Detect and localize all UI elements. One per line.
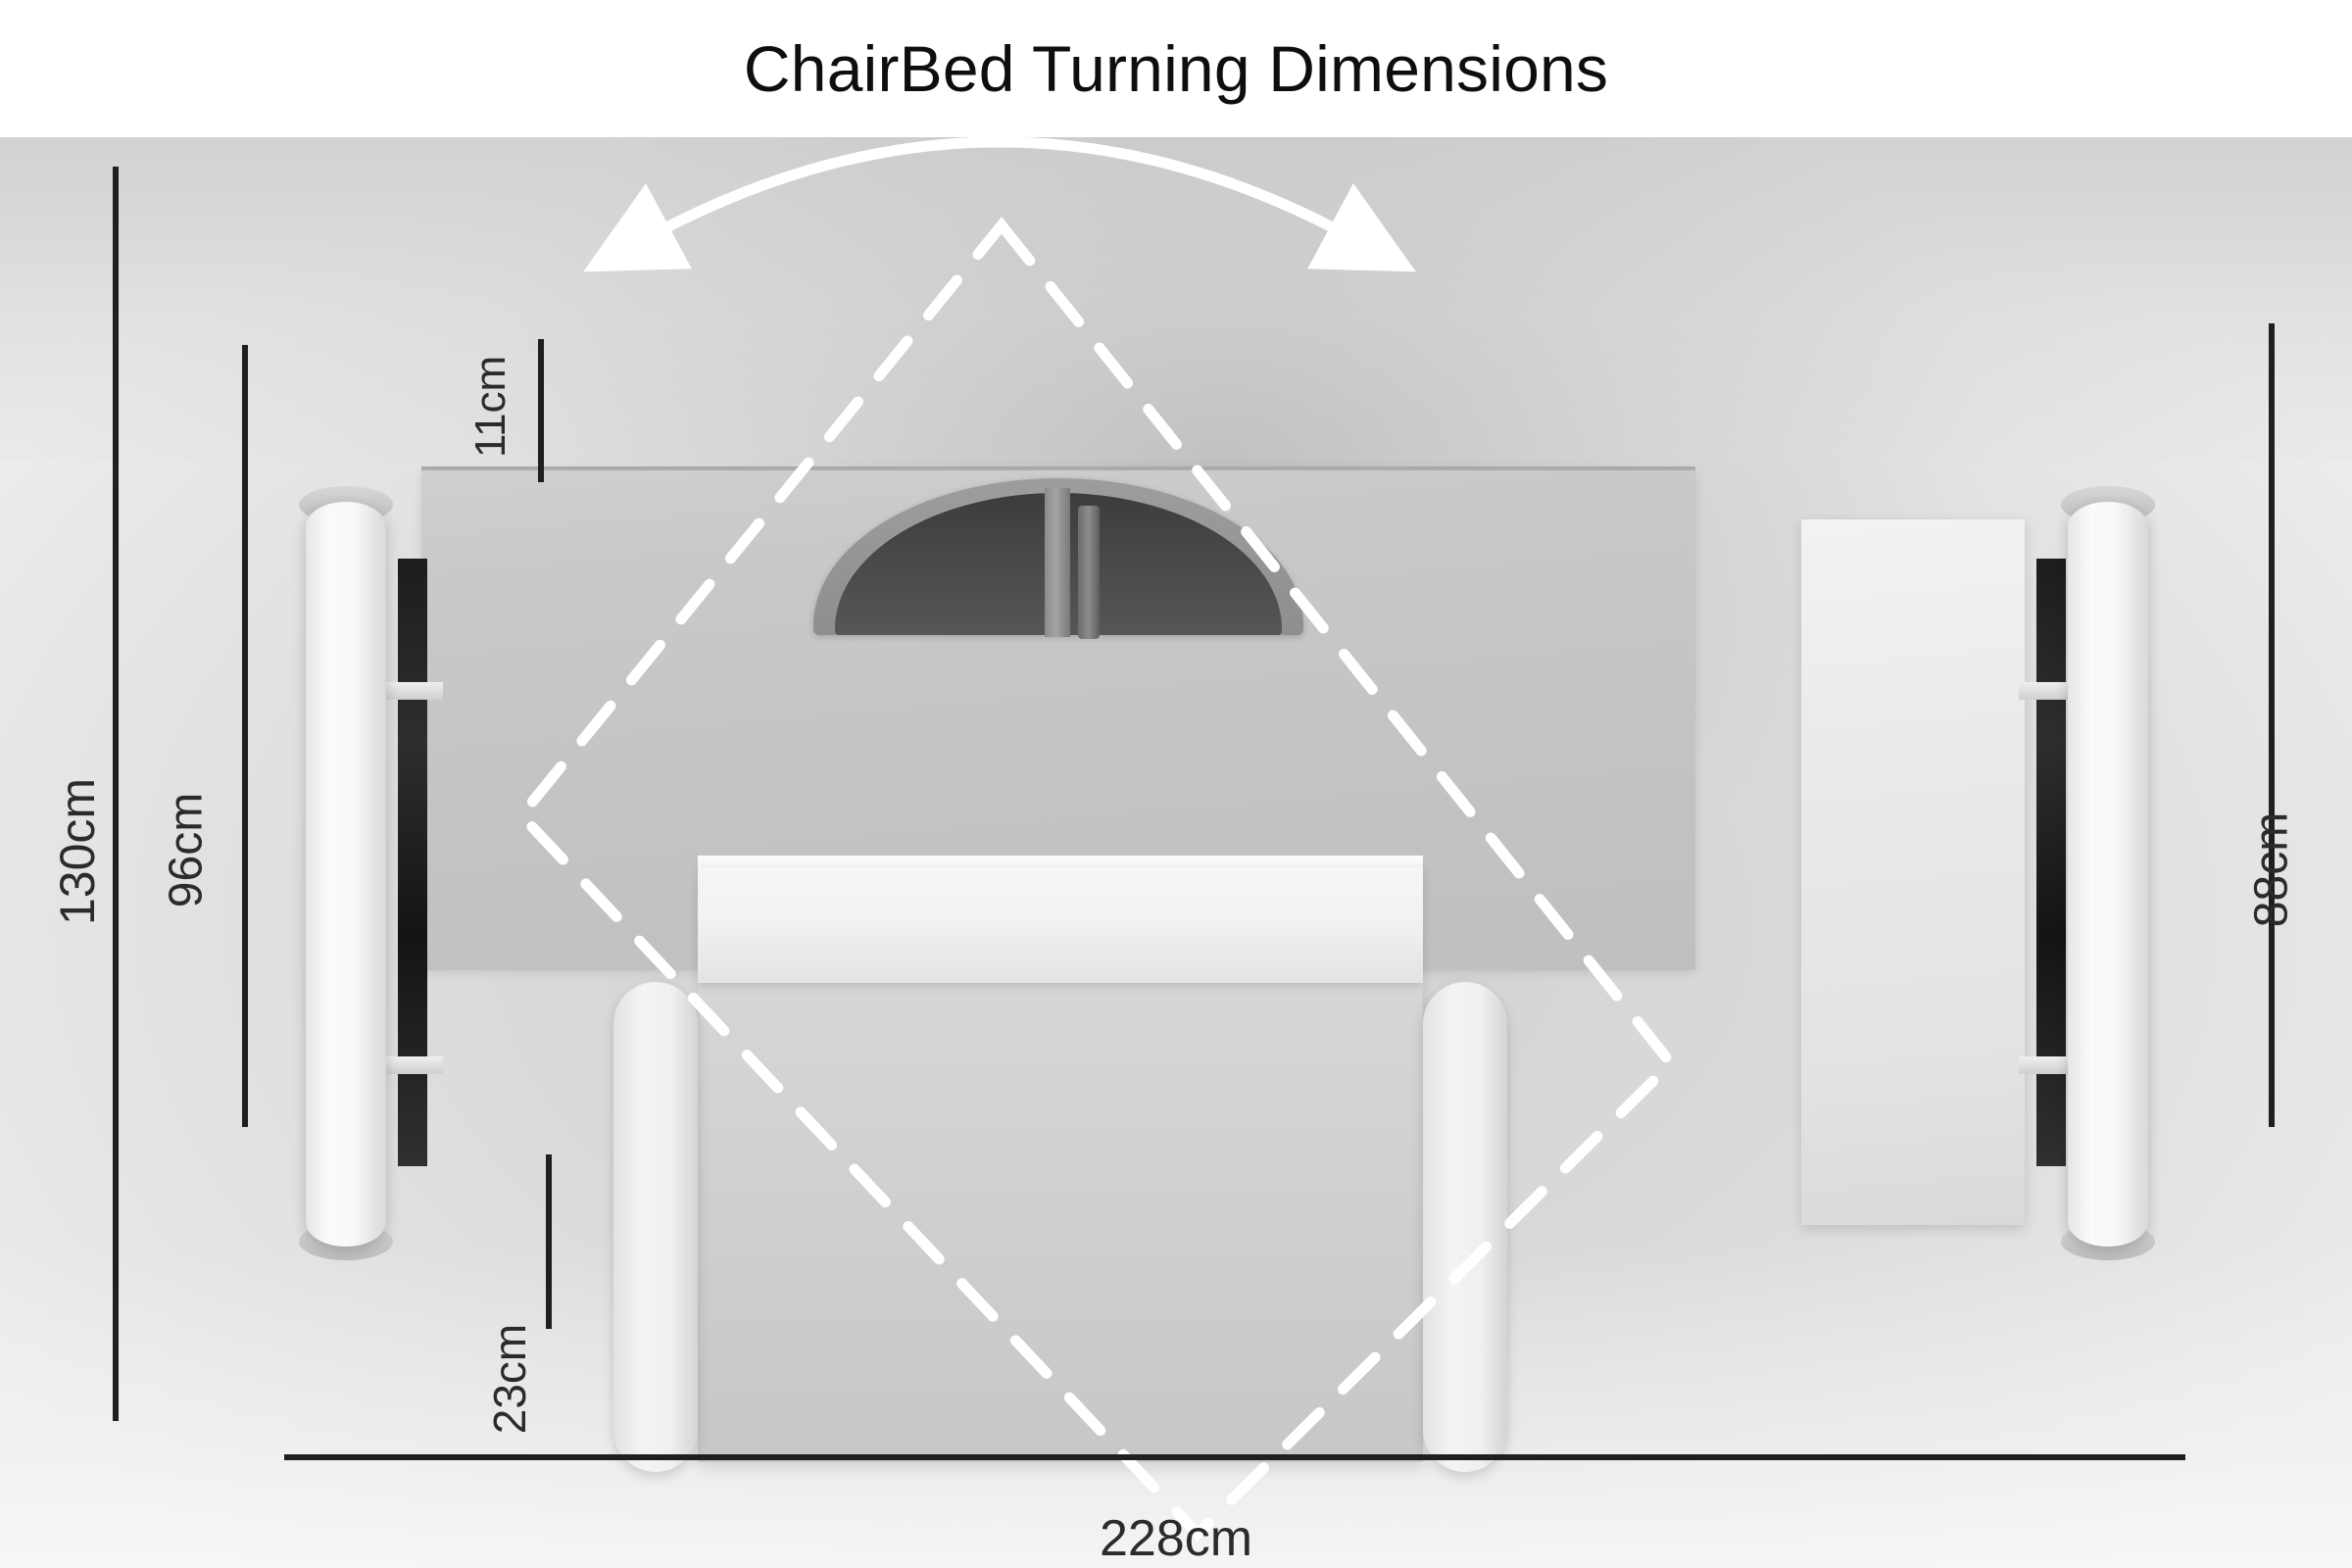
backrest-post [1078, 506, 1100, 639]
dimension-label-23cm: 23cm [484, 1323, 535, 1435]
dimension-label-88cm: 88cm [2245, 811, 2298, 928]
armrest-right [1423, 982, 1507, 1472]
seat-front-bar [698, 867, 1423, 983]
wheel-bracket-left-lower [386, 1056, 443, 1074]
wheel-left [306, 502, 386, 1247]
wheel-bracket-right-lower [2019, 1056, 2076, 1074]
wheel-bracket-left-upper [386, 682, 443, 700]
backdrop-gradient [0, 137, 2352, 461]
dimension-label-228cm: 228cm [1099, 1510, 1253, 1567]
wheel-right [2068, 502, 2148, 1247]
diagram-stage: 130cm 96cm 11cm 23cm 88cm 228cm [0, 137, 2352, 1568]
side-panel-block [1801, 519, 2025, 1225]
page-title: ChairBed Turning Dimensions [743, 32, 1609, 105]
title-bar: ChairBed Turning Dimensions [0, 0, 2352, 137]
dimension-label-130cm: 130cm [50, 777, 105, 926]
wheel-frame-right [2036, 559, 2066, 1166]
seat-pan [698, 982, 1423, 1462]
armrest-left [613, 982, 698, 1472]
dimension-label-96cm: 96cm [160, 792, 213, 908]
wheel-frame-left [398, 559, 427, 1166]
backrest-spine [1045, 488, 1070, 637]
wheel-bracket-right-upper [2019, 682, 2076, 700]
dimension-label-11cm: 11cm [466, 355, 514, 459]
